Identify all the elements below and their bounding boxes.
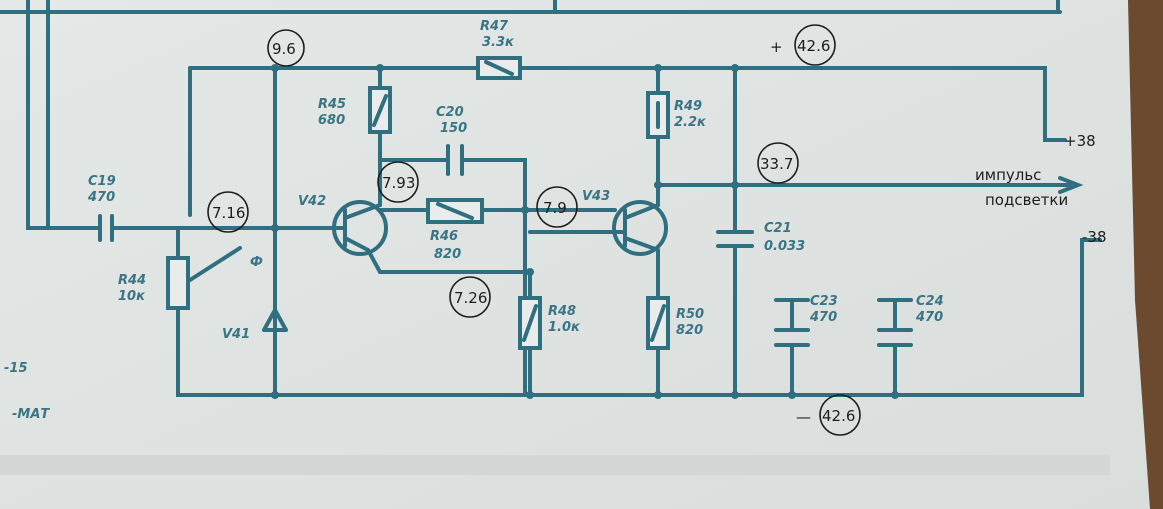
label-c19-ref: C19	[88, 174, 116, 189]
label-r48-value: 1.0к	[548, 320, 581, 335]
label-r44-ref: R44	[118, 273, 146, 288]
junction-dots	[271, 64, 899, 399]
label-r44-value: 10к	[118, 289, 146, 304]
terminal-minus38: -38	[1082, 228, 1107, 246]
terminal-plus38: +38	[1064, 132, 1096, 150]
voltage-node-33.7: 33.7	[757, 142, 799, 184]
output-arrow	[1058, 176, 1084, 194]
svg-text:7.93: 7.93	[382, 174, 415, 192]
label-c23-value: 470	[809, 310, 837, 325]
label-c20-ref: C20	[436, 105, 464, 120]
voltage-node-7.16: 7.16	[207, 191, 249, 233]
label-c20-value: 150	[440, 121, 467, 136]
voltage-node-plus-42.6: 42.6	[794, 24, 836, 66]
capacitor-c23	[774, 298, 810, 347]
voltage-node-9.6: 9.6	[267, 29, 305, 67]
capacitor-c20	[446, 144, 464, 176]
label-c21-ref: C21	[764, 221, 792, 236]
label-c24-value: 470	[915, 310, 943, 325]
plus-sign: +	[770, 38, 783, 56]
label-r46-value: 820	[434, 247, 461, 262]
label-v43: V43	[582, 189, 610, 204]
label-r50-value: 820	[676, 323, 703, 338]
voltage-node-minus-42.6: 42.6	[819, 394, 861, 436]
svg-text:7.9: 7.9	[543, 199, 567, 217]
label-r47-value: 3.3к	[482, 35, 515, 50]
printed-text-faint	[0, 455, 1110, 475]
label-r50-ref: R50	[676, 307, 704, 322]
label-r48-ref: R48	[548, 304, 576, 319]
label-c24-ref: C24	[916, 294, 944, 309]
label-r46-ref: R46	[430, 229, 458, 244]
label-photo: Ф	[250, 255, 263, 270]
terminal-mat: -МАТ	[12, 407, 50, 422]
label-c23-ref: C23	[810, 294, 838, 309]
svg-text:42.6: 42.6	[797, 37, 830, 55]
label-r49-value: 2.2к	[674, 115, 707, 130]
svg-text:9.6: 9.6	[272, 40, 296, 58]
terminal-left15: -15	[4, 361, 28, 376]
minus-sign: —	[796, 408, 811, 426]
voltage-node-7.26: 7.26	[449, 276, 491, 318]
transistor-v43	[612, 200, 668, 256]
label-v41: V41	[222, 327, 250, 342]
output-label-line1: импульс	[975, 166, 1041, 184]
capacitor-c19	[98, 214, 114, 242]
label-c21-value: 0.033	[764, 239, 805, 254]
potentiometer-r44	[166, 256, 190, 310]
svg-text:7.26: 7.26	[454, 289, 487, 307]
svg-text:33.7: 33.7	[760, 155, 793, 173]
label-r45-value: 680	[318, 113, 345, 128]
label-r45-ref: R45	[318, 97, 346, 112]
label-v42: V42	[298, 194, 326, 209]
svg-text:42.6: 42.6	[822, 407, 855, 425]
voltage-node-7.93: 7.93	[377, 161, 419, 203]
label-c19-value: 470	[87, 190, 115, 205]
svg-text:7.16: 7.16	[212, 204, 245, 222]
voltage-node-7.9: 7.9	[536, 186, 578, 228]
label-r47-ref: R47	[480, 19, 509, 34]
capacitor-c24	[877, 298, 913, 347]
label-r49-ref: R49	[674, 99, 702, 114]
output-label-line2: подсветки	[985, 191, 1068, 209]
diode-v41	[262, 308, 288, 332]
capacitor-c21	[716, 230, 754, 248]
